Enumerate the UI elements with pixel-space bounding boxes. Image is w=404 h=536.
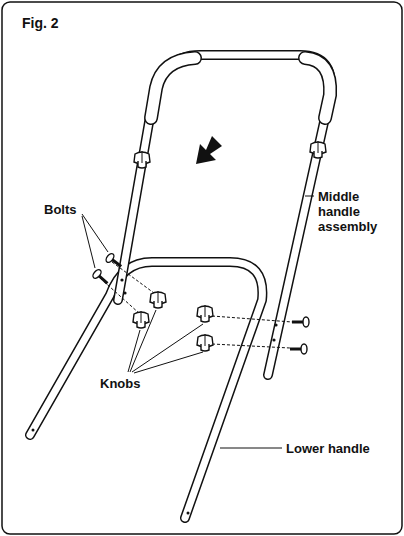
figure-number: Fig. 2 (22, 16, 59, 31)
part-label: Bolts (44, 202, 77, 217)
part-label: Knobs (100, 376, 140, 391)
part-label: Middle handle assembly (318, 189, 396, 234)
part-label: Lower handle (286, 441, 370, 456)
